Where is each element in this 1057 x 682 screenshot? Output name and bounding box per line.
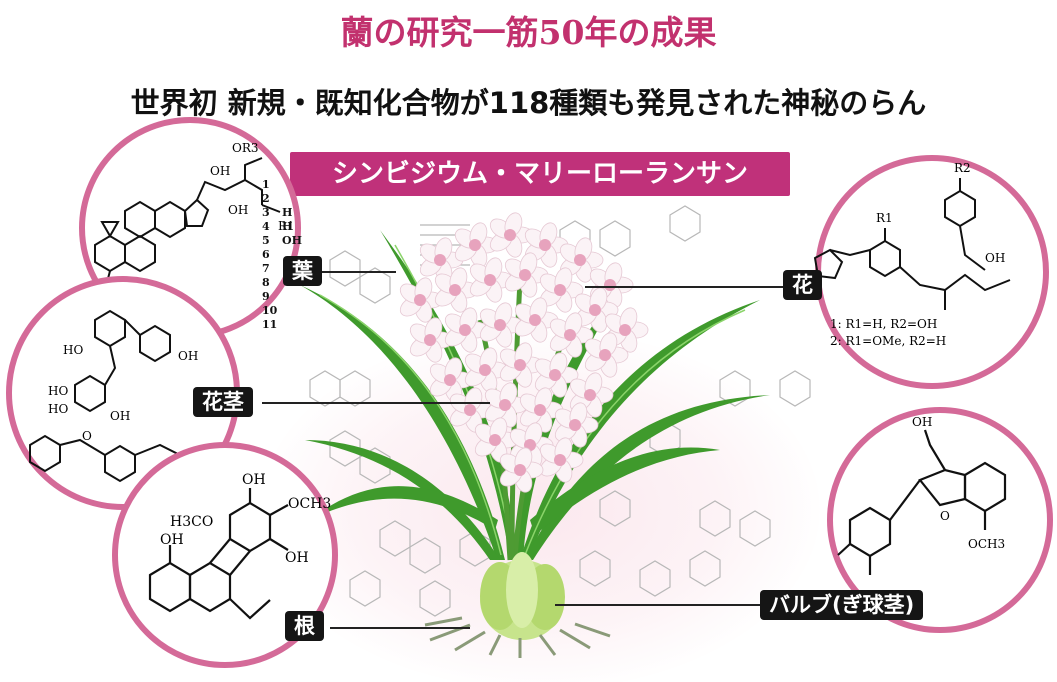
label-flower: 花 (783, 270, 822, 300)
leaf-compound-number: 1 (262, 178, 270, 191)
label-flower-stalk: 花茎 (193, 387, 253, 417)
leaf-oh-top: OH (210, 164, 230, 178)
root-oh-right: OH (285, 550, 309, 566)
species-banner: シンビジウム・マリーローランサン (290, 152, 790, 196)
orchid-blossom (549, 312, 594, 358)
orchid-blossom (514, 297, 559, 343)
stalk-o: O (82, 429, 92, 443)
stalk-ho-a: HO (63, 343, 83, 357)
stalk-ho-d: HO (48, 402, 68, 416)
leaf-compound-number: 7 (262, 262, 270, 275)
leaf-compound-value: OH (282, 234, 302, 247)
label-root: 根 (285, 611, 324, 641)
bulb-o: O (940, 509, 950, 523)
bulb-och3: OCH3 (968, 537, 1005, 551)
page-title: 蘭の研究一筋50年の成果 (340, 13, 717, 52)
orchid-blossom (444, 307, 489, 353)
orchid-blossom (584, 332, 629, 378)
leaves (300, 230, 770, 560)
flower-oh: OH (985, 251, 1005, 265)
root-oh-left: OH (160, 532, 184, 548)
orchid-blossom (474, 417, 519, 463)
leaf-or3: OR3 (232, 141, 259, 155)
leaf-compound-value: H (282, 206, 292, 219)
orchid-blossom (539, 437, 584, 483)
page-subtitle: 世界初 新規・既知化合物が118種類も発見された神秘のらん (130, 86, 927, 120)
label-bulb: バルブ(ぎ球茎) (760, 590, 924, 620)
flower-cluster (399, 212, 649, 493)
orchid-blossom (399, 277, 444, 323)
bulbs (480, 552, 565, 640)
background-structures (309, 205, 811, 617)
stalk-oh-e: OH (110, 409, 130, 423)
stalk-ho-c: HO (48, 384, 68, 398)
leaf-compound-number: 4 (262, 220, 270, 233)
orchid-blossom (484, 382, 529, 428)
orchid-blossom (539, 267, 584, 313)
flower-caption-2: 2: R1=OMe, R2=H (830, 334, 946, 348)
orchid-blossom (559, 237, 604, 283)
flower-structure-circle: R2 R1 OH 1: R1=H, R2=OH 2: R1=OMe, R2=H (813, 155, 1049, 389)
roots (424, 616, 611, 658)
stalk-oh-b: OH (178, 349, 198, 363)
leaf-compound-value: H (282, 220, 292, 233)
stalk-leader-line (262, 402, 490, 404)
orchid-blossom (419, 237, 464, 283)
leaf-compound-number: 10 (262, 304, 278, 317)
leaf-compound-number: 6 (262, 248, 270, 261)
bulb-leader-line (555, 604, 765, 606)
orchid-blossom (464, 347, 509, 393)
leaf-compound-number: 11 (262, 318, 277, 331)
root-och3: OCH3 (288, 496, 331, 512)
flower-r2: R2 (954, 161, 971, 175)
orchid-blossom (499, 342, 544, 388)
root-h3co: H3CO (170, 514, 213, 530)
root-oh-top: OH (242, 472, 266, 488)
leaf-compound-number: 5 (262, 234, 270, 247)
flower-leader-line (585, 286, 783, 288)
leaf-oh-mid: OH (228, 203, 248, 217)
leaf-compound-number: 3 (262, 206, 270, 219)
leaf-compound-number: 2 (262, 192, 270, 205)
leaf-leader-line (316, 271, 396, 273)
root-structure-circle: OH H3CO OCH3 OH OH (112, 442, 338, 668)
leaf-r1: R1 (278, 219, 295, 233)
flower-caption-1: 1: R1=H, R2=OH (830, 317, 937, 331)
orchid-blossom (554, 402, 599, 448)
leaf-compound-number: 8 (262, 276, 270, 289)
orchid-blossom (489, 212, 534, 258)
bulb-structure-circle: OH O OCH3 (827, 407, 1053, 633)
leaf-compound-number: 9 (262, 290, 270, 303)
orchid-blossom (499, 447, 544, 493)
flower-r1: R1 (876, 211, 893, 225)
root-leader-line (330, 627, 470, 629)
label-leaf: 葉 (283, 256, 322, 286)
orchid-blossom (534, 352, 579, 398)
orchid-blossom (434, 267, 479, 313)
bulb-oh: OH (912, 415, 932, 429)
